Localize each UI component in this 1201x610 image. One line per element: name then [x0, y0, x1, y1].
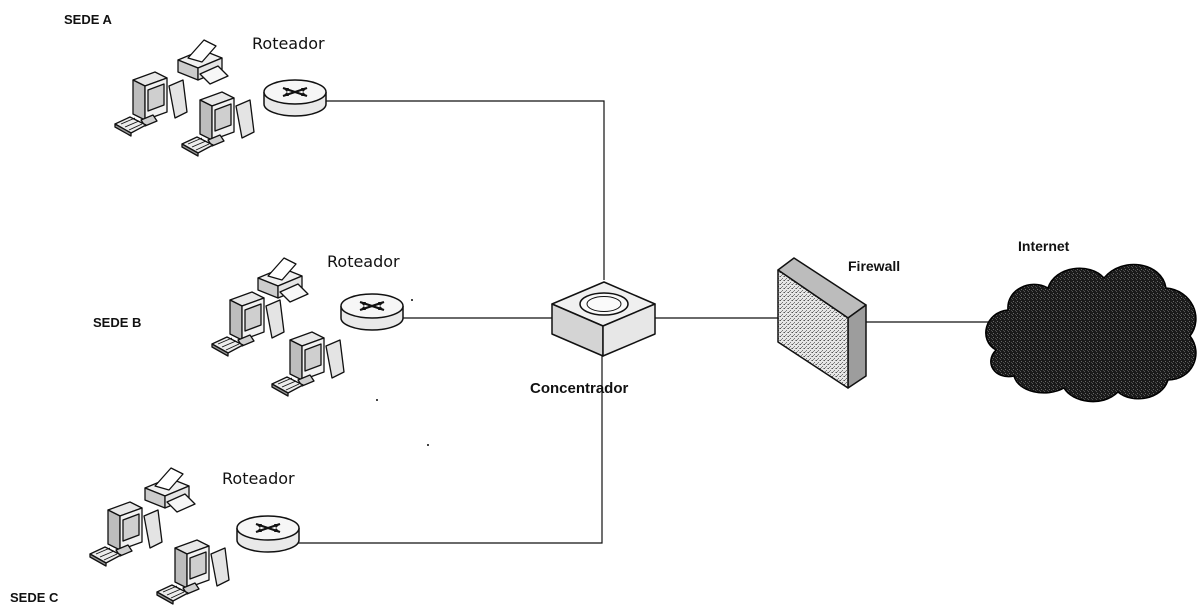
- site-c: SEDE C Roteador: [10, 467, 301, 605]
- printer-icon: [177, 39, 229, 85]
- computer-icon: [211, 291, 285, 357]
- internet-label: Internet: [1018, 238, 1070, 254]
- cloud-icon: [985, 263, 1197, 403]
- site-a: SEDE A Roteador: [64, 12, 328, 157]
- computer-icon: [181, 91, 255, 157]
- site-a-label: SEDE A: [64, 12, 113, 27]
- printer-icon: [257, 257, 309, 303]
- router-icon: [262, 78, 328, 118]
- link-a-hub: [326, 100, 605, 280]
- hub-label: Concentrador: [530, 380, 629, 397]
- connection-lines: [298, 100, 990, 544]
- internet: Internet: [985, 238, 1197, 403]
- firewall-icon: [777, 257, 867, 389]
- site-b-router-label: Roteador: [327, 252, 400, 271]
- hub-icon: [551, 281, 656, 357]
- hub: Concentrador: [530, 281, 656, 397]
- site-c-router-label: Roteador: [222, 469, 295, 488]
- computer-icon: [114, 71, 188, 137]
- router-icon: [339, 292, 405, 332]
- site-b: SEDE B Roteador: [93, 252, 405, 397]
- router-icon: [235, 514, 301, 554]
- firewall-label: Firewall: [848, 258, 900, 274]
- site-c-label: SEDE C: [10, 590, 59, 605]
- computer-icon: [89, 501, 163, 567]
- scan-noise: [376, 299, 429, 446]
- site-b-label: SEDE B: [93, 315, 141, 330]
- firewall: Firewall: [777, 257, 900, 389]
- printer-icon: [144, 467, 196, 513]
- link-c-hub: [298, 355, 603, 544]
- site-a-router-label: Roteador: [252, 34, 325, 53]
- computer-icon: [271, 331, 345, 397]
- computer-icon: [156, 539, 230, 605]
